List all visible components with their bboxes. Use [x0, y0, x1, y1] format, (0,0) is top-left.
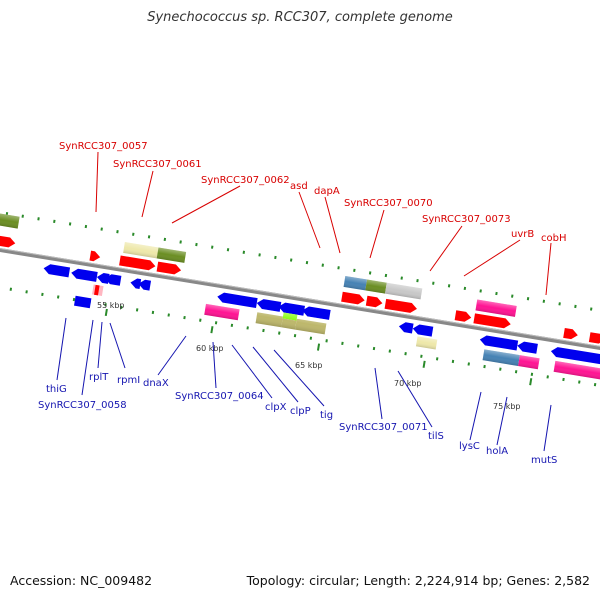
gene-label-reverse[interactable]: dnaX	[143, 378, 169, 389]
tick-track-reverse	[0, 285, 600, 392]
accession-info: Accession: NC_009482	[10, 573, 153, 588]
gene-arrow[interactable]	[341, 291, 365, 306]
gene-arrow[interactable]	[365, 295, 383, 308]
gene-label-reverse[interactable]: SynRCC307_0071	[339, 422, 428, 433]
gene-arrow[interactable]	[454, 310, 472, 322]
gene-arrow[interactable]	[43, 263, 71, 278]
gene-label-reverse[interactable]: thiG	[46, 384, 67, 395]
gene-arrow[interactable]	[256, 298, 282, 312]
scale-label: 55 kbp	[97, 301, 125, 310]
gene-label-reverse[interactable]: tilS	[428, 431, 444, 442]
gene-label-reverse[interactable]: clpP	[290, 406, 311, 417]
gene-label-forward[interactable]: SynRCC307_0061	[113, 159, 202, 170]
gene-label-reverse[interactable]: SynRCC307_0058	[38, 400, 127, 411]
gene-arrow[interactable]	[119, 255, 156, 272]
reverse-leader-lines	[56, 317, 552, 452]
gene-arrow[interactable]	[479, 335, 519, 351]
gene-arrow[interactable]	[301, 306, 331, 320]
scale-label: 65 kbp	[295, 361, 323, 370]
tick-track-forward	[5, 212, 600, 319]
gene-arrow[interactable]	[89, 250, 101, 262]
map-title: Synechococcus sp. RCC307, complete genom…	[147, 10, 453, 25]
gene-arrow[interactable]	[0, 234, 16, 249]
gene-arrow[interactable]	[156, 261, 182, 276]
gene-arrow[interactable]	[550, 346, 600, 366]
scale-ticks	[104, 308, 533, 386]
genome-backbone	[0, 244, 600, 356]
gene-label-forward[interactable]: uvrB	[511, 229, 534, 240]
gene-arrow[interactable]	[96, 272, 110, 284]
reverse-strand[interactable]	[43, 263, 600, 366]
forward-strand[interactable]	[0, 234, 600, 345]
feature-block[interactable]	[94, 284, 100, 296]
gene-arrow[interactable]	[588, 332, 600, 344]
gene-label-reverse[interactable]: rplT	[89, 372, 109, 383]
gene-label-forward[interactable]: SynRCC307_0057	[59, 141, 148, 152]
scale-label: 70 kbp	[394, 379, 422, 388]
gene-arrow[interactable]	[517, 341, 538, 354]
gene-label-forward[interactable]: SynRCC307_0062	[201, 175, 290, 186]
gene-arrow[interactable]	[138, 279, 152, 291]
gene-arrow[interactable]	[217, 292, 258, 308]
gene-arrow[interactable]	[563, 328, 578, 340]
gene-label-reverse[interactable]: clpX	[265, 402, 287, 413]
scale-label: 60 kbp	[196, 344, 224, 353]
gene-label-reverse[interactable]: holA	[486, 446, 508, 457]
gene-label-forward[interactable]: SynRCC307_0073	[422, 214, 511, 225]
gene-label-forward[interactable]: dapA	[314, 186, 340, 197]
topology-info: Topology: circular; Length: 2,224,914 bp…	[246, 573, 590, 588]
gene-arrow[interactable]	[398, 321, 414, 334]
gene-arrow[interactable]	[384, 298, 418, 314]
gene-label-reverse[interactable]: SynRCC307_0064	[175, 391, 264, 402]
forward-features[interactable]	[0, 212, 518, 317]
gene-arrow[interactable]	[130, 278, 142, 289]
gene-label-reverse[interactable]: mutS	[531, 455, 557, 466]
gene-label-forward[interactable]: asd	[290, 181, 308, 192]
gene-label-reverse[interactable]: tig	[320, 410, 333, 421]
gene-label-forward[interactable]: cobH	[541, 233, 566, 244]
gene-label-reverse[interactable]: lysC	[459, 441, 480, 452]
feature-block[interactable]	[74, 295, 92, 309]
gene-label-forward[interactable]: SynRCC307_0070	[344, 198, 433, 209]
gene-arrow[interactable]	[70, 268, 98, 282]
reverse-features[interactable]	[74, 279, 600, 392]
scale-label: 75 kbp	[493, 402, 521, 411]
gene-arrow[interactable]	[412, 324, 434, 337]
gene-label-reverse[interactable]: rpmI	[117, 375, 140, 386]
gene-arrow[interactable]	[104, 273, 122, 286]
forward-leader-lines	[95, 151, 552, 296]
gene-arrow[interactable]	[278, 302, 305, 316]
gene-arrow[interactable]	[473, 313, 511, 329]
